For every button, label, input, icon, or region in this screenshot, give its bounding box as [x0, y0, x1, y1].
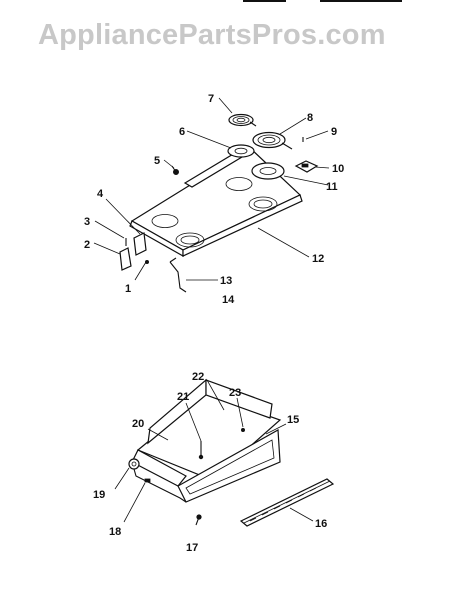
callout-labels: 7 8 9 6 5 10 11 4 3 2 12 1 13 14 22 21 2… — [84, 93, 344, 554]
screw-17 — [195, 514, 202, 526]
callout-7: 7 — [208, 93, 214, 105]
support-rod — [169, 257, 187, 293]
callout-1: 1 — [125, 283, 131, 295]
burner-opening-rear-right — [225, 177, 253, 191]
callout-11: 11 — [326, 181, 338, 193]
callout-14: 14 — [222, 294, 235, 306]
drawer-left-wall — [131, 449, 187, 487]
drawer-stop — [240, 427, 245, 432]
element-receptacle — [294, 160, 319, 173]
callout-12: 12 — [312, 253, 324, 265]
burner-opening-front-right — [248, 196, 278, 212]
callout-19: 19 — [93, 489, 105, 501]
burner-opening-rear-left — [151, 214, 179, 228]
drip-bowl-small — [227, 144, 255, 158]
drawer-roller — [128, 458, 140, 470]
callout-23: 23 — [229, 387, 241, 399]
callout-18: 18 — [109, 526, 121, 538]
surface-element-large — [252, 131, 293, 150]
callout-2: 2 — [84, 239, 90, 251]
callout-20: 20 — [132, 418, 144, 430]
callout-10: 10 — [332, 163, 344, 175]
hinge-bracket — [119, 232, 149, 271]
screw-21 — [198, 441, 204, 460]
cooktop-side-lip — [182, 194, 303, 257]
burner-opening-front-left — [175, 232, 205, 248]
drawer-leader-lines — [114, 379, 314, 523]
callout-13: 13 — [220, 275, 232, 287]
callout-8: 8 — [307, 112, 313, 124]
callout-3: 3 — [84, 216, 90, 228]
drawer-clip — [144, 478, 151, 483]
watermark-text: AppliancePartsPros.com — [38, 19, 386, 51]
callout-17: 17 — [186, 542, 198, 554]
callout-9: 9 — [331, 126, 337, 138]
callout-22: 22 — [192, 371, 204, 383]
callout-5: 5 — [154, 155, 160, 167]
callout-4: 4 — [97, 188, 104, 200]
drawer-assembly — [114, 378, 335, 527]
surface-element-small — [228, 113, 257, 127]
cooktop-leader-lines — [93, 97, 330, 281]
callout-16: 16 — [315, 518, 327, 530]
callout-21: 21 — [177, 391, 189, 403]
callout-15: 15 — [287, 414, 299, 426]
cooktop-assembly — [93, 97, 330, 293]
drawer-front-panel — [177, 429, 281, 503]
callout-6: 6 — [179, 126, 185, 138]
drip-bowl-large — [251, 162, 285, 180]
drawer-rail — [239, 478, 335, 527]
drawer-right-wall — [205, 379, 273, 419]
